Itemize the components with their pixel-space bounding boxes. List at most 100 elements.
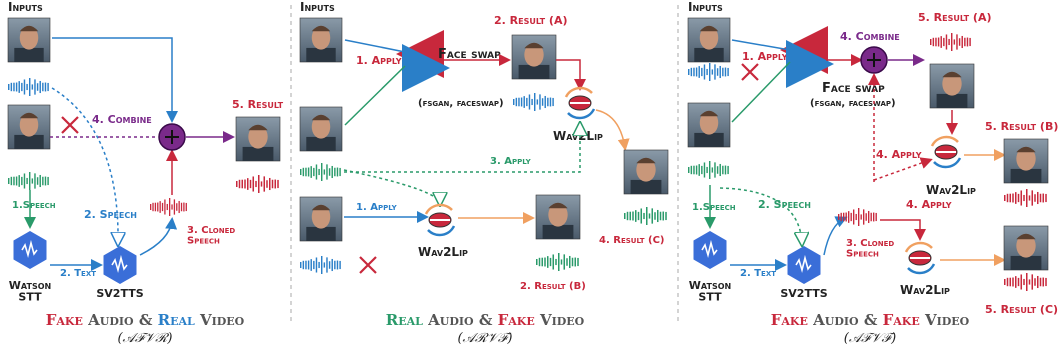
waveform-bar [334, 260, 336, 270]
waveform-bar [555, 258, 557, 266]
waveform-bar [539, 94, 541, 110]
waveform-bar [855, 213, 857, 221]
waveform-bar [1004, 194, 1006, 202]
arrow-fake-face-to-swap [344, 65, 406, 126]
face-head [311, 25, 331, 50]
waveform-bar [1045, 193, 1047, 203]
waveform-bar [552, 97, 554, 107]
waveform-bar [640, 208, 643, 224]
waveform-bar [180, 202, 183, 212]
face-suit [306, 136, 336, 151]
waveform-bar [703, 64, 706, 80]
result-b-face [1003, 138, 1049, 184]
waveform-bar [703, 162, 706, 178]
input-face-fake [687, 102, 731, 148]
waveform-bar [932, 37, 935, 47]
waveform-bar [34, 79, 36, 95]
face-swap-sub-label: (fsgan, faceswap) [810, 98, 896, 109]
waveform-bar [318, 261, 320, 269]
waveform-bar [547, 97, 549, 107]
apply-label-1: 1. Apply [356, 54, 402, 67]
face-suit [518, 64, 550, 79]
rejected-cross-icon [741, 63, 759, 81]
waveform-bar [44, 82, 47, 92]
face-suit [1010, 255, 1042, 270]
cross-stroke [359, 256, 377, 274]
waveform-bar [305, 167, 307, 177]
face-hair [311, 25, 331, 32]
waveform-bar [323, 169, 326, 175]
title-part-title_b: Audio & [83, 311, 158, 329]
title-part-title_c: Fake [498, 311, 535, 329]
arrow-fake-face-to-swap [731, 61, 791, 123]
waveform-bar [157, 202, 159, 212]
apply-label-1b: 1. Apply [356, 202, 398, 213]
apply-label-4b: 4. Apply [906, 198, 952, 211]
waveform-bar [326, 257, 328, 273]
result-label: 5. Result [232, 98, 284, 111]
waveform-bar [13, 82, 15, 92]
waveform-bar [1034, 278, 1036, 286]
cloned-speech-waveform [838, 208, 877, 226]
arrow-wav2lip-to-result-c [595, 109, 630, 151]
waveform-bar [665, 211, 667, 221]
face-suit [14, 47, 44, 62]
waveform-bar [1037, 191, 1039, 205]
waveform-bar [865, 213, 867, 221]
result-c-face [1003, 225, 1049, 271]
face-hair [699, 110, 719, 117]
waveform-bar [258, 175, 260, 193]
face-head [942, 71, 962, 96]
waveform-bar [269, 177, 271, 191]
face-suit [306, 226, 336, 241]
wav2lip-icon [564, 86, 596, 120]
waveform-bar [571, 257, 574, 267]
waveform-bar [547, 256, 549, 268]
panel-subtitle: (𝒜ℛ𝒱ℱ) [457, 331, 512, 346]
waveform-bar [843, 212, 845, 222]
waveform-bar [701, 67, 703, 77]
face-head [1016, 146, 1036, 171]
waveform-bar [1039, 193, 1042, 203]
waveform-bar [334, 167, 336, 177]
face-suit [306, 47, 336, 62]
waveform-bar [302, 260, 305, 270]
arrow-real-face-to-swap [731, 39, 791, 51]
waveform-bar [706, 68, 708, 76]
waveform-bar [629, 211, 632, 221]
waveform-bar [1004, 278, 1006, 286]
waveform-bar [632, 211, 634, 221]
waveform-bar [1023, 278, 1025, 286]
waveform-bar [873, 212, 875, 222]
waveform-bar [36, 83, 39, 91]
input-audio-fake [688, 161, 729, 179]
cross-stroke [61, 116, 79, 134]
waveform-bar [331, 165, 333, 179]
title-part-title_a: Real [386, 311, 423, 329]
waveform-bar [961, 35, 963, 49]
waveform-bar [648, 213, 651, 219]
waveform-bar [714, 162, 716, 178]
text-label: 2. Text [740, 268, 776, 279]
arrow-real-face-to-swap [344, 39, 406, 53]
waveform-bar [23, 173, 26, 189]
waveform-bar [302, 167, 305, 177]
cycle-arrow-bottom [567, 108, 596, 120]
cycle-arrow-top [930, 135, 959, 147]
waveform-bar [706, 166, 708, 174]
waveform-bar [948, 38, 950, 46]
sv2tts-label: SV2TTS [96, 287, 143, 300]
waveform-bar [1009, 277, 1012, 287]
waveform-bar [47, 82, 49, 92]
waveform-bar [574, 257, 577, 267]
face-swap-arrows-icon [396, 30, 450, 92]
waveform-bar [21, 82, 23, 92]
watson-stt-node [13, 231, 47, 269]
waveform-bar [646, 207, 648, 225]
face-hair [311, 204, 331, 211]
wav2lip-label: Wav2Lip [926, 183, 976, 197]
sv2tts-label: SV2TTS [780, 287, 827, 300]
apply-label-1: 1. Apply [742, 50, 788, 63]
waveform-bar [249, 179, 252, 189]
sv2tts-node [103, 246, 137, 284]
